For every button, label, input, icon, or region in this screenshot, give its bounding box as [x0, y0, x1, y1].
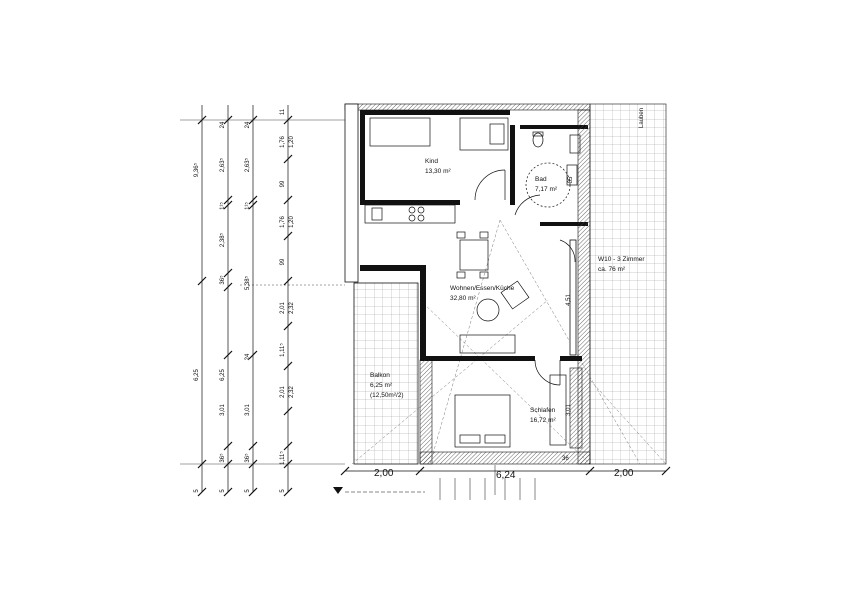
dim-chain3-g: 36⁵: [244, 453, 251, 463]
dim-chain3-b: 2,63⁵: [244, 157, 251, 172]
dim-chain2-a: 24: [220, 121, 226, 128]
dim-chain1-b: 6,25: [194, 369, 200, 381]
dim-chain4-h: 2,01: [280, 302, 286, 314]
dim-chain5-d: 5: [280, 489, 286, 493]
armchair: [500, 280, 530, 310]
dimension-chains: [180, 105, 345, 497]
wohnen-area: 32,80 m²: [450, 295, 476, 302]
bottom-dim-texts: 2,00 6,24 2,00: [374, 468, 634, 481]
bad-dim: 85: [568, 176, 574, 183]
schlafen-name: Schlafen: [530, 407, 556, 414]
dim-chain3-e: 24: [245, 353, 251, 360]
lauben-tiles: [589, 103, 667, 465]
dining-table: [459, 239, 489, 271]
kind-area: 13,30 m²: [425, 168, 451, 175]
bad-area: 7,17 m²: [535, 186, 558, 193]
kitchen-counter: [364, 204, 456, 224]
coffee-table: [476, 298, 500, 322]
dim-chain2-h: 36⁵: [219, 453, 226, 463]
furniture: [364, 117, 581, 448]
section-marker-icon: [333, 487, 343, 494]
bottom-dimension: [333, 465, 671, 500]
dim-chain2-f: 6,25: [220, 369, 226, 381]
dim-chain3-a: 24: [245, 121, 251, 128]
corner-dim: 36: [562, 456, 569, 462]
bottom-dim-mid: 6,24: [496, 470, 516, 481]
dim-chain4-k: 2,01: [280, 386, 286, 398]
dim-chain5-c: 5: [245, 489, 251, 493]
dim-chain4-i: 2,32: [289, 302, 295, 314]
dim-chain2-b: 2,63⁵: [219, 157, 226, 172]
dim-chain4-c: 1,20: [289, 136, 295, 148]
kind-bed: [459, 117, 509, 151]
dim-chain4-d: 99: [280, 180, 286, 187]
dim-chain4-l: 2,32: [289, 386, 295, 398]
dim-chain2-d: 2,38⁵: [219, 232, 226, 247]
dim-chain2-e: 36⁵: [219, 275, 226, 285]
bad-name: Bad: [535, 176, 547, 183]
wohnen-name: Wohnen/Essen/Küche: [450, 285, 515, 292]
doors: [474, 169, 576, 386]
balkon-name: Balkon: [370, 372, 390, 379]
dim-chain4-m: 1,11⁵: [279, 451, 286, 465]
sofa: [459, 334, 516, 354]
dim-chain3-d: 5,38⁵: [244, 275, 251, 290]
dim-chain4-a: 11: [280, 108, 286, 115]
balkon-tiles: [353, 282, 419, 465]
dim-chain4-e: 1,76: [280, 216, 286, 228]
dim-chain3-c: 1¹⁵: [244, 202, 251, 210]
dim-chain4-g: 99: [280, 258, 286, 265]
lauben-label: Lauben: [639, 108, 645, 128]
dim-chain1-a: 9,36⁵: [193, 162, 200, 177]
wall-dim-2: 3,01: [566, 404, 572, 416]
wall-dim-1: 4,51: [566, 294, 572, 306]
walls: [344, 103, 591, 465]
bottom-dim-left: 2,00: [374, 468, 394, 479]
balkon-area: 6,25 m²: [370, 382, 393, 389]
bottom-dim-right: 2,00: [614, 468, 634, 479]
room-labels: Kind 13,30 m² Bad 7,17 m² Wohnen/Essen/K…: [370, 108, 645, 462]
dim-chain2-c: 1¹⁵: [219, 202, 226, 210]
dim-chain5-a: 5: [194, 489, 200, 493]
unit-name: W10 - 3 Zimmer: [598, 256, 645, 263]
dimension-texts: 9,36⁵ 6,25 24 2,63⁵ 1¹⁵ 2,38⁵ 36⁵ 6,25 3…: [193, 108, 295, 492]
unit-area: ca. 76 m²: [598, 266, 626, 273]
kind-name: Kind: [425, 158, 438, 165]
double-bed: [454, 394, 511, 448]
dim-chain4-f: 1,20: [289, 216, 295, 228]
dim-chain4-j: 1,11⁵: [279, 343, 286, 357]
dim-chain3-f: 3,01: [245, 404, 251, 416]
dim-chain2-g: 3,01: [220, 404, 226, 416]
balkon-note: (12,50m²/2): [370, 392, 404, 399]
dim-chain5-b: 5: [220, 489, 226, 493]
schlafen-area: 16,72 m²: [530, 417, 556, 424]
dim-chain4-b: 1,76: [280, 136, 286, 148]
